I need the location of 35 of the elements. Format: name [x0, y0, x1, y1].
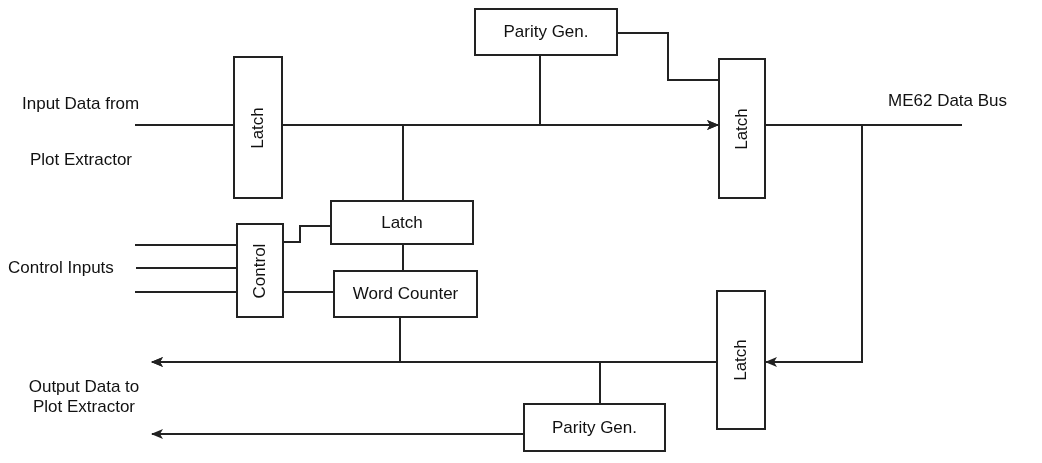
signal-label: Input Data from [22, 94, 140, 114]
connector-line [282, 124, 404, 201]
arrow [151, 429, 524, 439]
connector-line [134, 244, 237, 246]
latch-box [716, 290, 766, 430]
counter-box [333, 270, 478, 318]
parity-generator-box [523, 403, 666, 452]
signal-label: ME62 Data Bus [888, 91, 1008, 111]
latch-box [233, 56, 283, 199]
signal-label: Plot Extractor [30, 150, 133, 170]
connector-line [283, 225, 331, 243]
arrow [151, 317, 401, 367]
connector-line [134, 291, 237, 293]
box-label: Latch [731, 339, 751, 381]
box-label: Word Counter [352, 284, 459, 304]
connector-line [134, 124, 234, 126]
connector-line [402, 244, 404, 271]
control-box [236, 223, 284, 318]
connector-line [599, 361, 717, 404]
arrow [765, 124, 863, 367]
latch-box [718, 58, 766, 199]
box-label: Latch [732, 107, 752, 150]
connector-line [135, 267, 237, 269]
box-label: Latch [248, 106, 268, 149]
latch-box [330, 200, 474, 245]
connector-line [283, 291, 334, 293]
box-label: Parity Gen. [503, 22, 589, 42]
output-label: Output Data to Plot Extractor [27, 377, 141, 417]
box-label: Control [250, 243, 270, 298]
box-label: Latch [381, 212, 423, 233]
box-label: Parity Gen. [551, 417, 637, 438]
input-label: Control Inputs [8, 258, 114, 278]
arrow [539, 55, 719, 130]
connector-line [617, 32, 719, 81]
parity-generator-box [474, 8, 618, 56]
